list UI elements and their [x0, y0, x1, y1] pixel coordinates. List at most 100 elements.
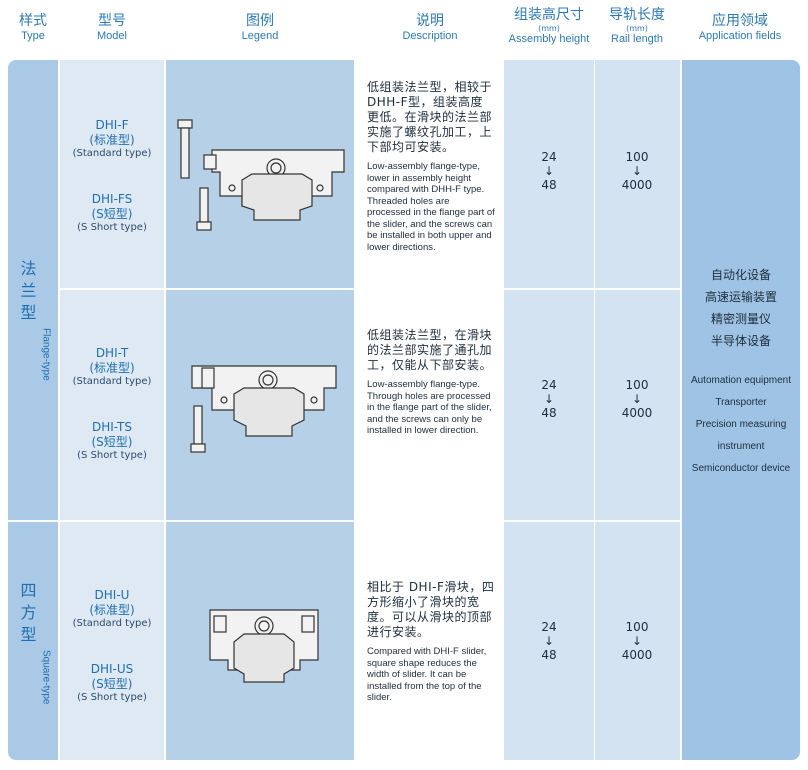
group-square: 四方型 Square-type: [17, 582, 52, 732]
header-description: 说明 Description: [356, 8, 504, 54]
header-legend: 图例 Legend: [166, 8, 354, 54]
header-description-zh: 说明: [416, 13, 444, 29]
header-assembly-height-en: Assembly height: [508, 33, 590, 45]
model-type-en: (S Short type): [77, 450, 147, 461]
group-flange-zh: 法兰型: [17, 260, 37, 326]
description-zh: 低组装法兰型，相较于 DHH-F型，组装高度更低。在滑块的法兰部实施了螺纹孔加工…: [367, 80, 493, 154]
value-arrow: ↓: [543, 392, 555, 406]
header-assembly-height: 组装高尺寸 (mm) Assembly height: [504, 6, 594, 54]
value-from: 100: [625, 378, 649, 392]
model-dhi-us: DHI-US (S短型) (S Short type): [60, 662, 164, 704]
header-rail-length-zh: 导轨长度: [609, 7, 665, 23]
description-row-2: 低组装法兰型，在滑块的法兰部实施了通孔加工，仅能从下部安装。 Low-assem…: [367, 328, 495, 437]
description-zh: 相比于 DHI-F滑块，四方形缩小了滑块的宽度。可以从滑块的顶部进行安装。: [367, 580, 495, 639]
model-type-en: (Standard type): [72, 618, 152, 629]
assembly-height-row-2: 24 ↓ 48: [504, 378, 594, 420]
model-dhi-fs: DHI-FS (S短型) (S Short type): [60, 192, 164, 234]
model-type-zh: (S短型): [91, 677, 133, 691]
value-to: 4000: [621, 406, 653, 420]
value-from: 100: [625, 150, 649, 164]
header-application: 应用领域 Application fields: [682, 8, 798, 54]
model-dhi-ts: DHI-TS (S短型) (S Short type): [60, 420, 164, 462]
header-type-zh: 样式: [19, 13, 47, 29]
model-dhi-f: DHI-F (标准型) (Standard type): [60, 118, 164, 160]
rail-length-row-3: 100 ↓ 4000: [594, 620, 680, 662]
model-type-zh: (S短型): [91, 435, 133, 449]
model-type-en: (Standard type): [72, 376, 152, 387]
header-description-en: Description: [402, 30, 458, 42]
model-type-en: (S Short type): [77, 222, 147, 233]
row-divider: [8, 520, 680, 522]
header-rail-length-unit: (mm): [626, 24, 648, 33]
model-name: DHI-US: [90, 662, 134, 676]
square-slider-drawing: [209, 609, 319, 683]
header-legend-en: Legend: [241, 30, 279, 42]
assembly-height-row-1: 24 ↓ 48: [504, 150, 594, 192]
header-model: 型号 Model: [60, 8, 164, 54]
header-assembly-height-unit: (mm): [538, 24, 560, 33]
application-column: [682, 60, 800, 760]
row-divider: [60, 288, 680, 290]
column-divider: [594, 60, 595, 760]
application-item: 高速运输装置: [704, 290, 777, 304]
header-application-en: Application fields: [698, 30, 782, 42]
flange-slider-threaded-drawing: [177, 119, 345, 231]
value-arrow: ↓: [543, 164, 555, 178]
header-rail-length-en: Rail length: [611, 33, 663, 45]
model-name: DHI-TS: [92, 420, 132, 434]
group-square-zh: 四方型: [17, 582, 37, 648]
header-legend-zh: 图例: [246, 13, 274, 29]
value-arrow: ↓: [631, 164, 643, 178]
application-list-zh: 自动化设备 高速运输装置 精密测量仪 半导体设备: [682, 264, 800, 352]
application-list-en: Automation equipment Transporter Precisi…: [682, 370, 800, 480]
rail-length-row-2: 100 ↓ 4000: [594, 378, 680, 420]
value-to: 48: [541, 178, 557, 192]
type-column: [8, 60, 58, 760]
model-type-en: (Standard type): [72, 148, 152, 159]
model-name: DHI-FS: [91, 192, 133, 206]
value-to: 4000: [621, 178, 653, 192]
model-type-zh: (S短型): [91, 207, 133, 221]
application-item: Transporter: [715, 397, 767, 408]
model-name: DHI-T: [95, 346, 129, 360]
application-fields: 自动化设备 高速运输装置 精密测量仪 半导体设备 Automation equi…: [682, 264, 800, 480]
description-column: [356, 60, 504, 760]
header-application-zh: 应用领域: [712, 13, 768, 29]
value-to: 48: [541, 406, 557, 420]
value-from: 100: [625, 620, 649, 634]
value-from: 24: [541, 378, 557, 392]
model-column: [60, 60, 164, 760]
application-item: Automation equipment: [690, 375, 792, 386]
value-to: 4000: [621, 648, 653, 662]
model-dhi-t: DHI-T (标准型) (Standard type): [60, 346, 164, 388]
description-en: Low-assembly flange-type. Through holes …: [367, 379, 492, 436]
value-from: 24: [541, 620, 557, 634]
header-assembly-height-zh: 组装高尺寸: [514, 7, 584, 23]
model-type-en: (S Short type): [77, 692, 147, 703]
description-zh: 低组装法兰型，在滑块的法兰部实施了通孔加工，仅能从下部安装。: [367, 328, 493, 372]
model-type-zh: (标准型): [89, 361, 135, 375]
assembly-height-column: [504, 60, 594, 760]
application-item: 半导体设备: [710, 334, 771, 348]
description-row-1: 低组装法兰型，相较于 DHH-F型，组装高度更低。在滑块的法兰部实施了螺纹孔加工…: [367, 80, 495, 253]
application-item: Precision measuring: [695, 419, 787, 430]
description-en: Low-assembly flange-type, lower in assem…: [367, 161, 495, 253]
application-item: 自动化设备: [710, 268, 771, 282]
model-name: DHI-U: [94, 588, 130, 602]
header-type: 样式 Type: [10, 8, 56, 54]
application-item: instrument: [717, 441, 765, 452]
model-type-zh: (标准型): [89, 603, 135, 617]
flange-slider-through-hole-drawing: [190, 365, 337, 453]
rail-length-column: [594, 60, 680, 760]
header-type-en: Type: [21, 30, 45, 42]
group-flange-en: Flange-type: [40, 328, 52, 381]
model-type-zh: (标准型): [89, 133, 135, 147]
group-flange: 法兰型 Flange-type: [17, 260, 52, 400]
value-arrow: ↓: [631, 392, 643, 406]
model-name: DHI-F: [95, 118, 129, 132]
description-en: Compared with DHI-F slider, square shape…: [367, 646, 487, 703]
header-rail-length: 导轨长度 (mm) Rail length: [594, 6, 680, 54]
group-square-en: Square-type: [40, 650, 52, 705]
value-arrow: ↓: [631, 634, 643, 648]
header-model-zh: 型号: [98, 13, 126, 29]
